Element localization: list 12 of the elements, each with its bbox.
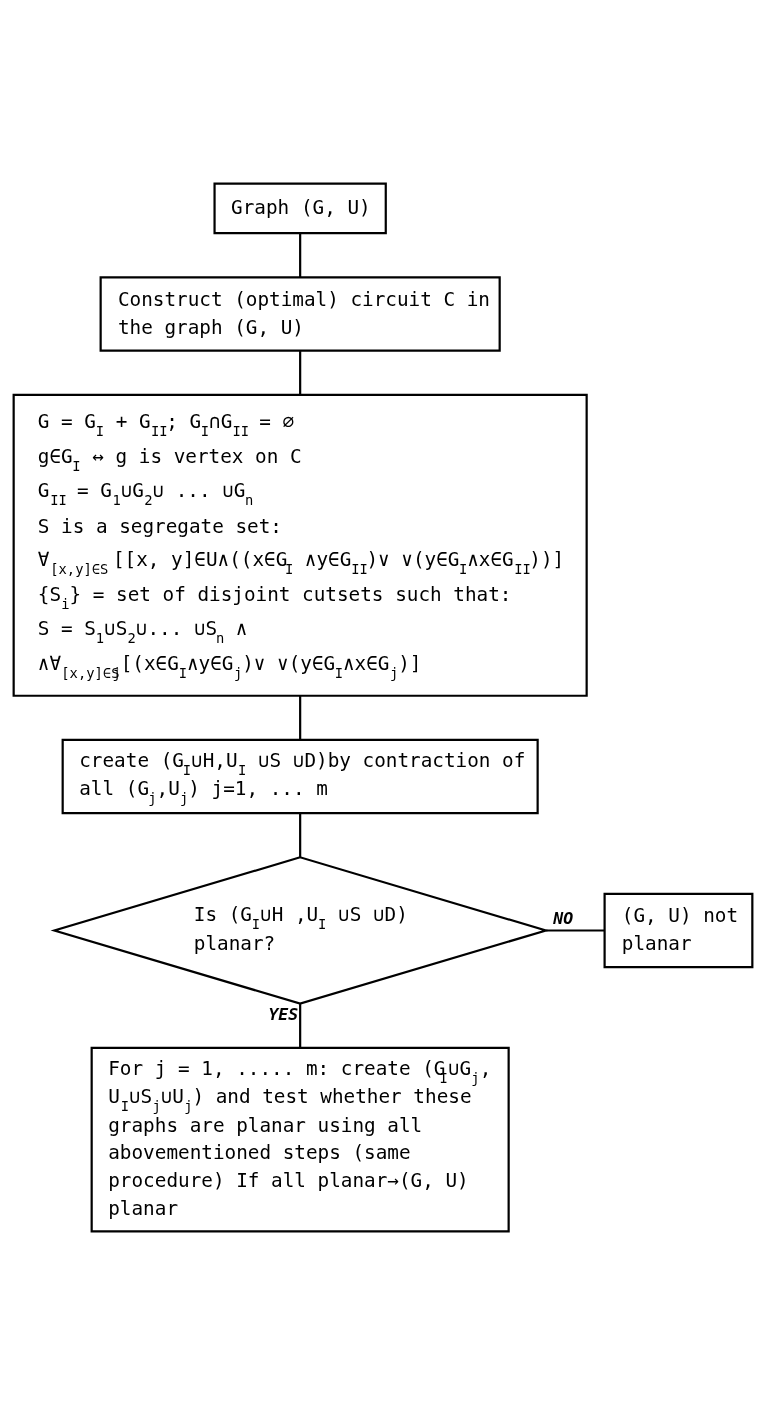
connector	[299, 813, 302, 857]
node-box: Construct (optimal) circuit C in the graph (G, U)	[99, 276, 501, 352]
edge-label: YES	[268, 1004, 299, 1024]
connector	[299, 351, 302, 395]
node-box: create (G$_{I}$∪H,U$_{I}$ ∪S ∪D)by contraction of all (G$_{j}$,U$_{j}$) j=1, ... m	[61, 738, 539, 815]
node-box: (G, U) not planar	[603, 892, 754, 969]
connector	[299, 695, 302, 740]
node-box: Graph (G, U)	[213, 182, 387, 235]
edge-label: NO	[553, 909, 574, 929]
connector	[299, 1004, 302, 1048]
connector	[546, 929, 605, 932]
connector	[299, 233, 302, 278]
